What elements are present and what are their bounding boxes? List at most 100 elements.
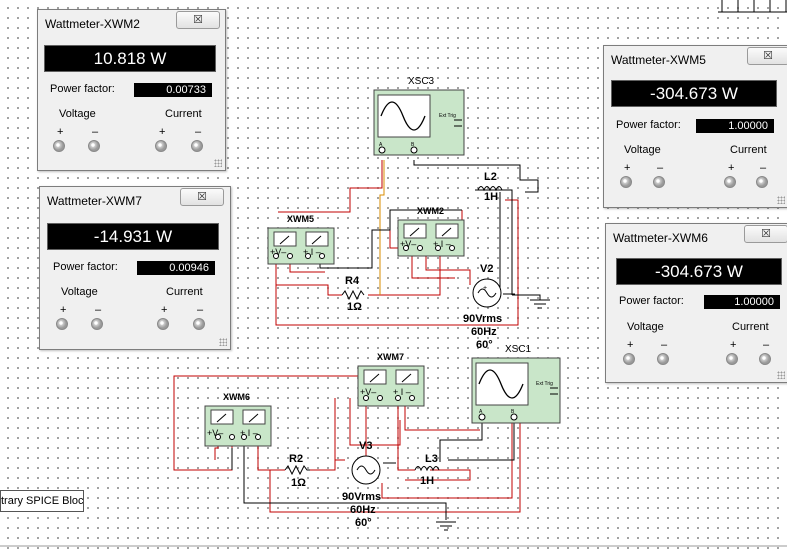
power-readout: 10.818 W bbox=[44, 45, 216, 72]
voltage-plus-terminal[interactable] bbox=[53, 140, 65, 152]
voltage-source-v3[interactable] bbox=[351, 455, 381, 485]
phase-v2: 60° bbox=[476, 339, 493, 351]
resize-grip[interactable] bbox=[219, 338, 227, 346]
scope-b-label-xsc1: B bbox=[511, 409, 515, 415]
svg-text:+: + bbox=[483, 285, 487, 292]
meter-v-label-xwm6: +V– bbox=[207, 428, 223, 438]
label-xwm6: XWM6 bbox=[223, 392, 250, 402]
freq-v3: 60Hz bbox=[350, 504, 376, 516]
vrms-v2: 90Vrms bbox=[463, 313, 502, 325]
label-v3: V3 bbox=[359, 440, 372, 452]
label-xsc3: XSC3 bbox=[408, 76, 435, 87]
voltage-minus-terminal[interactable] bbox=[657, 353, 669, 365]
meter-v-label-xwm7: +V– bbox=[360, 387, 376, 397]
wattmeter-panel-xwm6[interactable]: Wattmeter-XWM6 ☒ -304.673 W Power factor… bbox=[605, 223, 787, 383]
ground-symbol-bottom bbox=[436, 521, 456, 531]
power-readout: -304.673 W bbox=[616, 258, 782, 285]
label-xwm5: XWM5 bbox=[287, 214, 314, 224]
resistor-r2[interactable] bbox=[284, 464, 310, 476]
current-minus-terminal[interactable] bbox=[193, 318, 205, 330]
current-label: Current bbox=[165, 108, 202, 120]
current-label: Current bbox=[732, 321, 769, 333]
partial-component bbox=[718, 0, 787, 13]
meter-i-label-xwm6: + I – bbox=[240, 428, 258, 438]
inductor-l3[interactable] bbox=[414, 466, 440, 472]
voltage-plus-terminal[interactable] bbox=[620, 176, 632, 188]
ext-trig-label-xsc1: Ext Trig bbox=[536, 381, 553, 387]
label-r2: R2 bbox=[289, 453, 303, 465]
label-l2: L2 bbox=[484, 171, 497, 183]
current-plus-terminal[interactable] bbox=[726, 353, 738, 365]
voltage-plus-terminal[interactable] bbox=[56, 318, 68, 330]
current-plus-terminal[interactable] bbox=[155, 140, 167, 152]
power-factor-value: 0.00733 bbox=[134, 83, 212, 97]
wattmeter-panel-xwm7[interactable]: Wattmeter-XWM7 ☒ -14.931 W Power factor:… bbox=[39, 186, 231, 350]
oscilloscope-xsc1[interactable] bbox=[471, 357, 561, 424]
wattmeter-panel-xwm5[interactable]: Wattmeter-XWM5 ☒ -304.673 W Power factor… bbox=[603, 45, 787, 208]
close-button[interactable]: ☒ bbox=[176, 11, 220, 29]
spice-block-label[interactable]: trary SPICE Block bbox=[0, 490, 84, 512]
wattmeter-symbol-xwm5[interactable] bbox=[267, 227, 335, 265]
voltage-label: Voltage bbox=[59, 108, 96, 120]
wattmeter-symbol-xwm2[interactable] bbox=[397, 219, 465, 257]
meter-i-label-xwm7: + I – bbox=[393, 387, 411, 397]
panel-title: Wattmeter-XWM5 bbox=[611, 53, 706, 67]
value-l2: 1H bbox=[484, 191, 498, 203]
voltage-label: Voltage bbox=[61, 286, 98, 298]
panel-title: Wattmeter-XWM7 bbox=[47, 194, 142, 208]
power-factor-label: Power factor: bbox=[616, 119, 681, 131]
current-minus-terminal[interactable] bbox=[191, 140, 203, 152]
panel-title: Wattmeter-XWM2 bbox=[45, 17, 140, 31]
voltage-plus-sign: + bbox=[624, 162, 631, 174]
resistor-r4[interactable] bbox=[341, 289, 365, 301]
voltage-minus-terminal[interactable] bbox=[88, 140, 100, 152]
wattmeter-symbol-xwm7[interactable] bbox=[357, 365, 425, 407]
value-l3: 1H bbox=[420, 475, 434, 487]
power-readout: -14.931 W bbox=[47, 223, 219, 250]
current-plus-sign: + bbox=[728, 162, 735, 174]
wattmeter-panel-xwm2[interactable]: Wattmeter-XWM2 ☒ 10.818 W Power factor: … bbox=[37, 9, 226, 171]
freq-v2: 60Hz bbox=[471, 326, 497, 338]
voltage-source-v2[interactable]: + bbox=[472, 278, 502, 308]
current-plus-terminal[interactable] bbox=[157, 318, 169, 330]
scope-b-label-xsc3: B bbox=[411, 142, 415, 148]
oscilloscope-xsc3[interactable] bbox=[373, 89, 465, 156]
resize-grip[interactable] bbox=[777, 196, 785, 204]
current-minus-terminal[interactable] bbox=[756, 176, 768, 188]
power-factor-value: 0.00946 bbox=[137, 261, 215, 275]
voltage-minus-terminal[interactable] bbox=[653, 176, 665, 188]
current-minus-terminal[interactable] bbox=[759, 353, 771, 365]
ext-trig-label-xsc3: Ext Trig bbox=[439, 113, 456, 119]
current-minus-sign: – bbox=[195, 126, 202, 138]
resize-grip[interactable] bbox=[777, 371, 785, 379]
voltage-minus-sign: – bbox=[92, 126, 99, 138]
label-xwm2: XWM2 bbox=[417, 206, 444, 216]
current-label: Current bbox=[730, 144, 767, 156]
voltage-plus-terminal[interactable] bbox=[623, 353, 635, 365]
scope-a-label-xsc3: A bbox=[379, 142, 383, 148]
current-plus-terminal[interactable] bbox=[724, 176, 736, 188]
phase-v3: 60° bbox=[355, 517, 372, 529]
voltage-label: Voltage bbox=[627, 321, 664, 333]
close-button[interactable]: ☒ bbox=[747, 47, 787, 65]
voltage-minus-sign: – bbox=[95, 304, 102, 316]
close-button[interactable]: ☒ bbox=[744, 225, 787, 243]
voltage-minus-terminal[interactable] bbox=[91, 318, 103, 330]
voltage-plus-sign: + bbox=[627, 339, 634, 351]
inductor-l2[interactable] bbox=[477, 186, 503, 192]
current-minus-sign: – bbox=[760, 162, 767, 174]
resize-grip[interactable] bbox=[214, 159, 222, 167]
label-l3: L3 bbox=[425, 453, 438, 465]
value-r4: 1Ω bbox=[347, 301, 362, 313]
voltage-minus-sign: – bbox=[661, 339, 668, 351]
meter-i-label-xwm2: + I – bbox=[433, 239, 451, 249]
current-plus-sign: + bbox=[159, 126, 166, 138]
close-button[interactable]: ☒ bbox=[180, 188, 224, 206]
meter-i-label-xwm5: + I – bbox=[303, 247, 321, 257]
label-xwm7: XWM7 bbox=[377, 352, 404, 362]
voltage-minus-sign: – bbox=[657, 162, 664, 174]
wattmeter-symbol-xwm6[interactable] bbox=[204, 405, 272, 447]
power-factor-label: Power factor: bbox=[619, 295, 684, 307]
voltage-label: Voltage bbox=[624, 144, 661, 156]
